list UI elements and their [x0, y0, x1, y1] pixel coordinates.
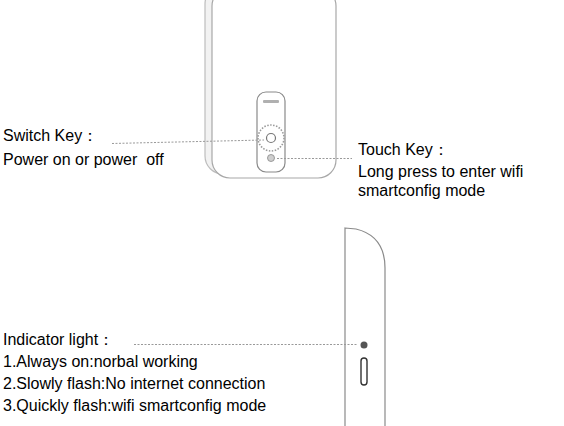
callout-label: 1.Always on:norbal working [3, 352, 323, 371]
logo-mark [263, 100, 279, 103]
leader-line [112, 140, 264, 144]
control-strip [257, 92, 285, 172]
callout-label: Long press to enter wifi smartconfig mod… [358, 162, 558, 200]
housing-front [212, 0, 336, 178]
switch-key [267, 134, 276, 143]
callout-label: Indicator light： [3, 330, 203, 349]
callout-label: Touch Key： [358, 140, 558, 159]
leader-line [277, 158, 352, 159]
side-slot [361, 358, 367, 385]
callout-label: 3.Quickly flash:wifi smartconfig mode [3, 396, 323, 415]
switch-ring [258, 125, 284, 151]
leader-line [134, 344, 357, 345]
callout-label: Switch Key： [3, 126, 203, 145]
callout-label: 2.Slowly flash:No internet connection [3, 374, 323, 393]
callout-label: Power on or power off [3, 150, 243, 169]
indicator-light [361, 342, 368, 349]
touch-key [268, 155, 275, 162]
housing-side [345, 228, 385, 426]
